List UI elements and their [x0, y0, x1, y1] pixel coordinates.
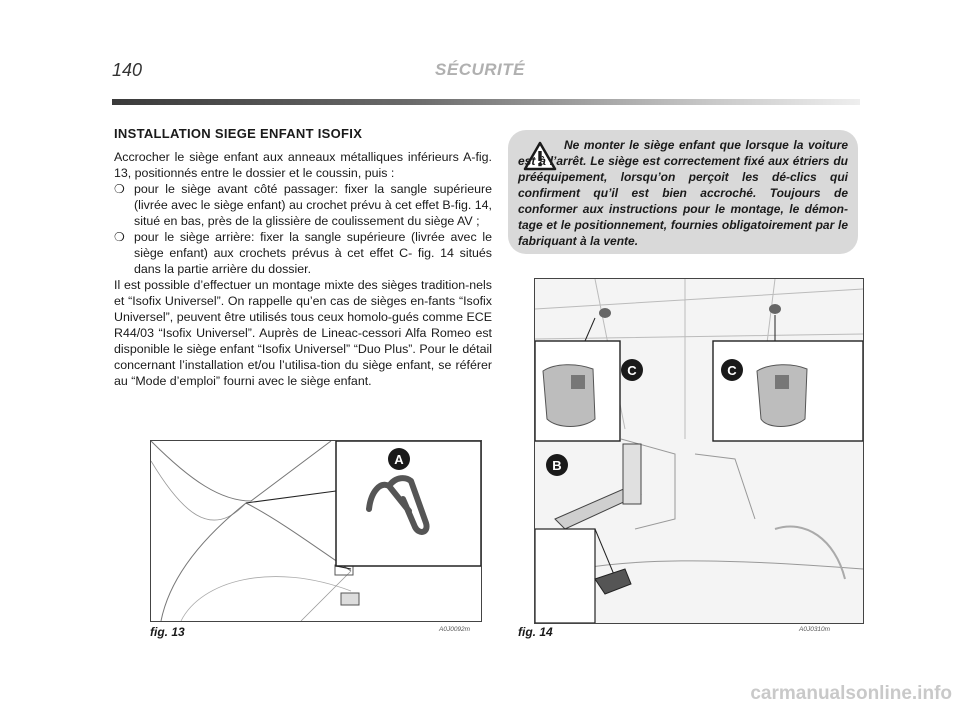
figure-13-code: A0J0092m: [439, 626, 471, 633]
section-heading: INSTALLATION SIEGE ENFANT ISOFIX: [114, 126, 363, 141]
section-title: SÉCURITÉ: [435, 60, 525, 79]
car-interior-isofix-illustration: C C B: [534, 278, 864, 624]
bullet-text-front-seat: pour le siège avant côté passager: fixer…: [134, 182, 492, 228]
page-number: 140: [112, 60, 143, 80]
bullet-circle-icon: ❍: [114, 230, 125, 244]
warning-text: Ne monter le siège enfant que lorsque la…: [518, 137, 848, 249]
figure-label-a: A: [394, 452, 404, 467]
warning-box: [508, 130, 858, 254]
figure-14-code: A0J0310m: [799, 626, 831, 633]
figure-label-c-left: C: [627, 363, 637, 378]
main-text-column: INSTALLATION SIEGE ENFANT ISOFIX Accroch…: [114, 126, 492, 389]
figure-14-image: C C B: [534, 278, 864, 624]
figure-label-b: B: [552, 458, 561, 473]
header-rule: [112, 99, 860, 105]
site-watermark: carmanualsonline.info: [750, 683, 952, 704]
warning-message: Ne monter le siège enfant que lorsque la…: [518, 138, 848, 248]
figure-14-caption: fig. 14: [518, 625, 553, 639]
warning-triangle-icon: [523, 141, 557, 171]
body-paragraph: Il est possible d’effectuer un montage m…: [114, 278, 492, 388]
bullet-item: ❍ pour le siège avant côté passager: fix…: [114, 181, 492, 229]
intro-paragraph: Accrocher le siège enfant aux anneaux mé…: [114, 150, 492, 180]
figure-13-caption: fig. 13: [150, 625, 185, 639]
bullet-item: ❍ pour le siège arrière: fixer la sangle…: [114, 229, 492, 277]
figure-label-c-right: C: [727, 363, 737, 378]
bullet-circle-icon: ❍: [114, 182, 125, 196]
figure-13-image: A: [150, 440, 482, 622]
bullet-text-rear-seat: pour le siège arrière: fixer la sangle s…: [134, 230, 492, 276]
seat-isofix-illustration: A: [150, 440, 482, 622]
